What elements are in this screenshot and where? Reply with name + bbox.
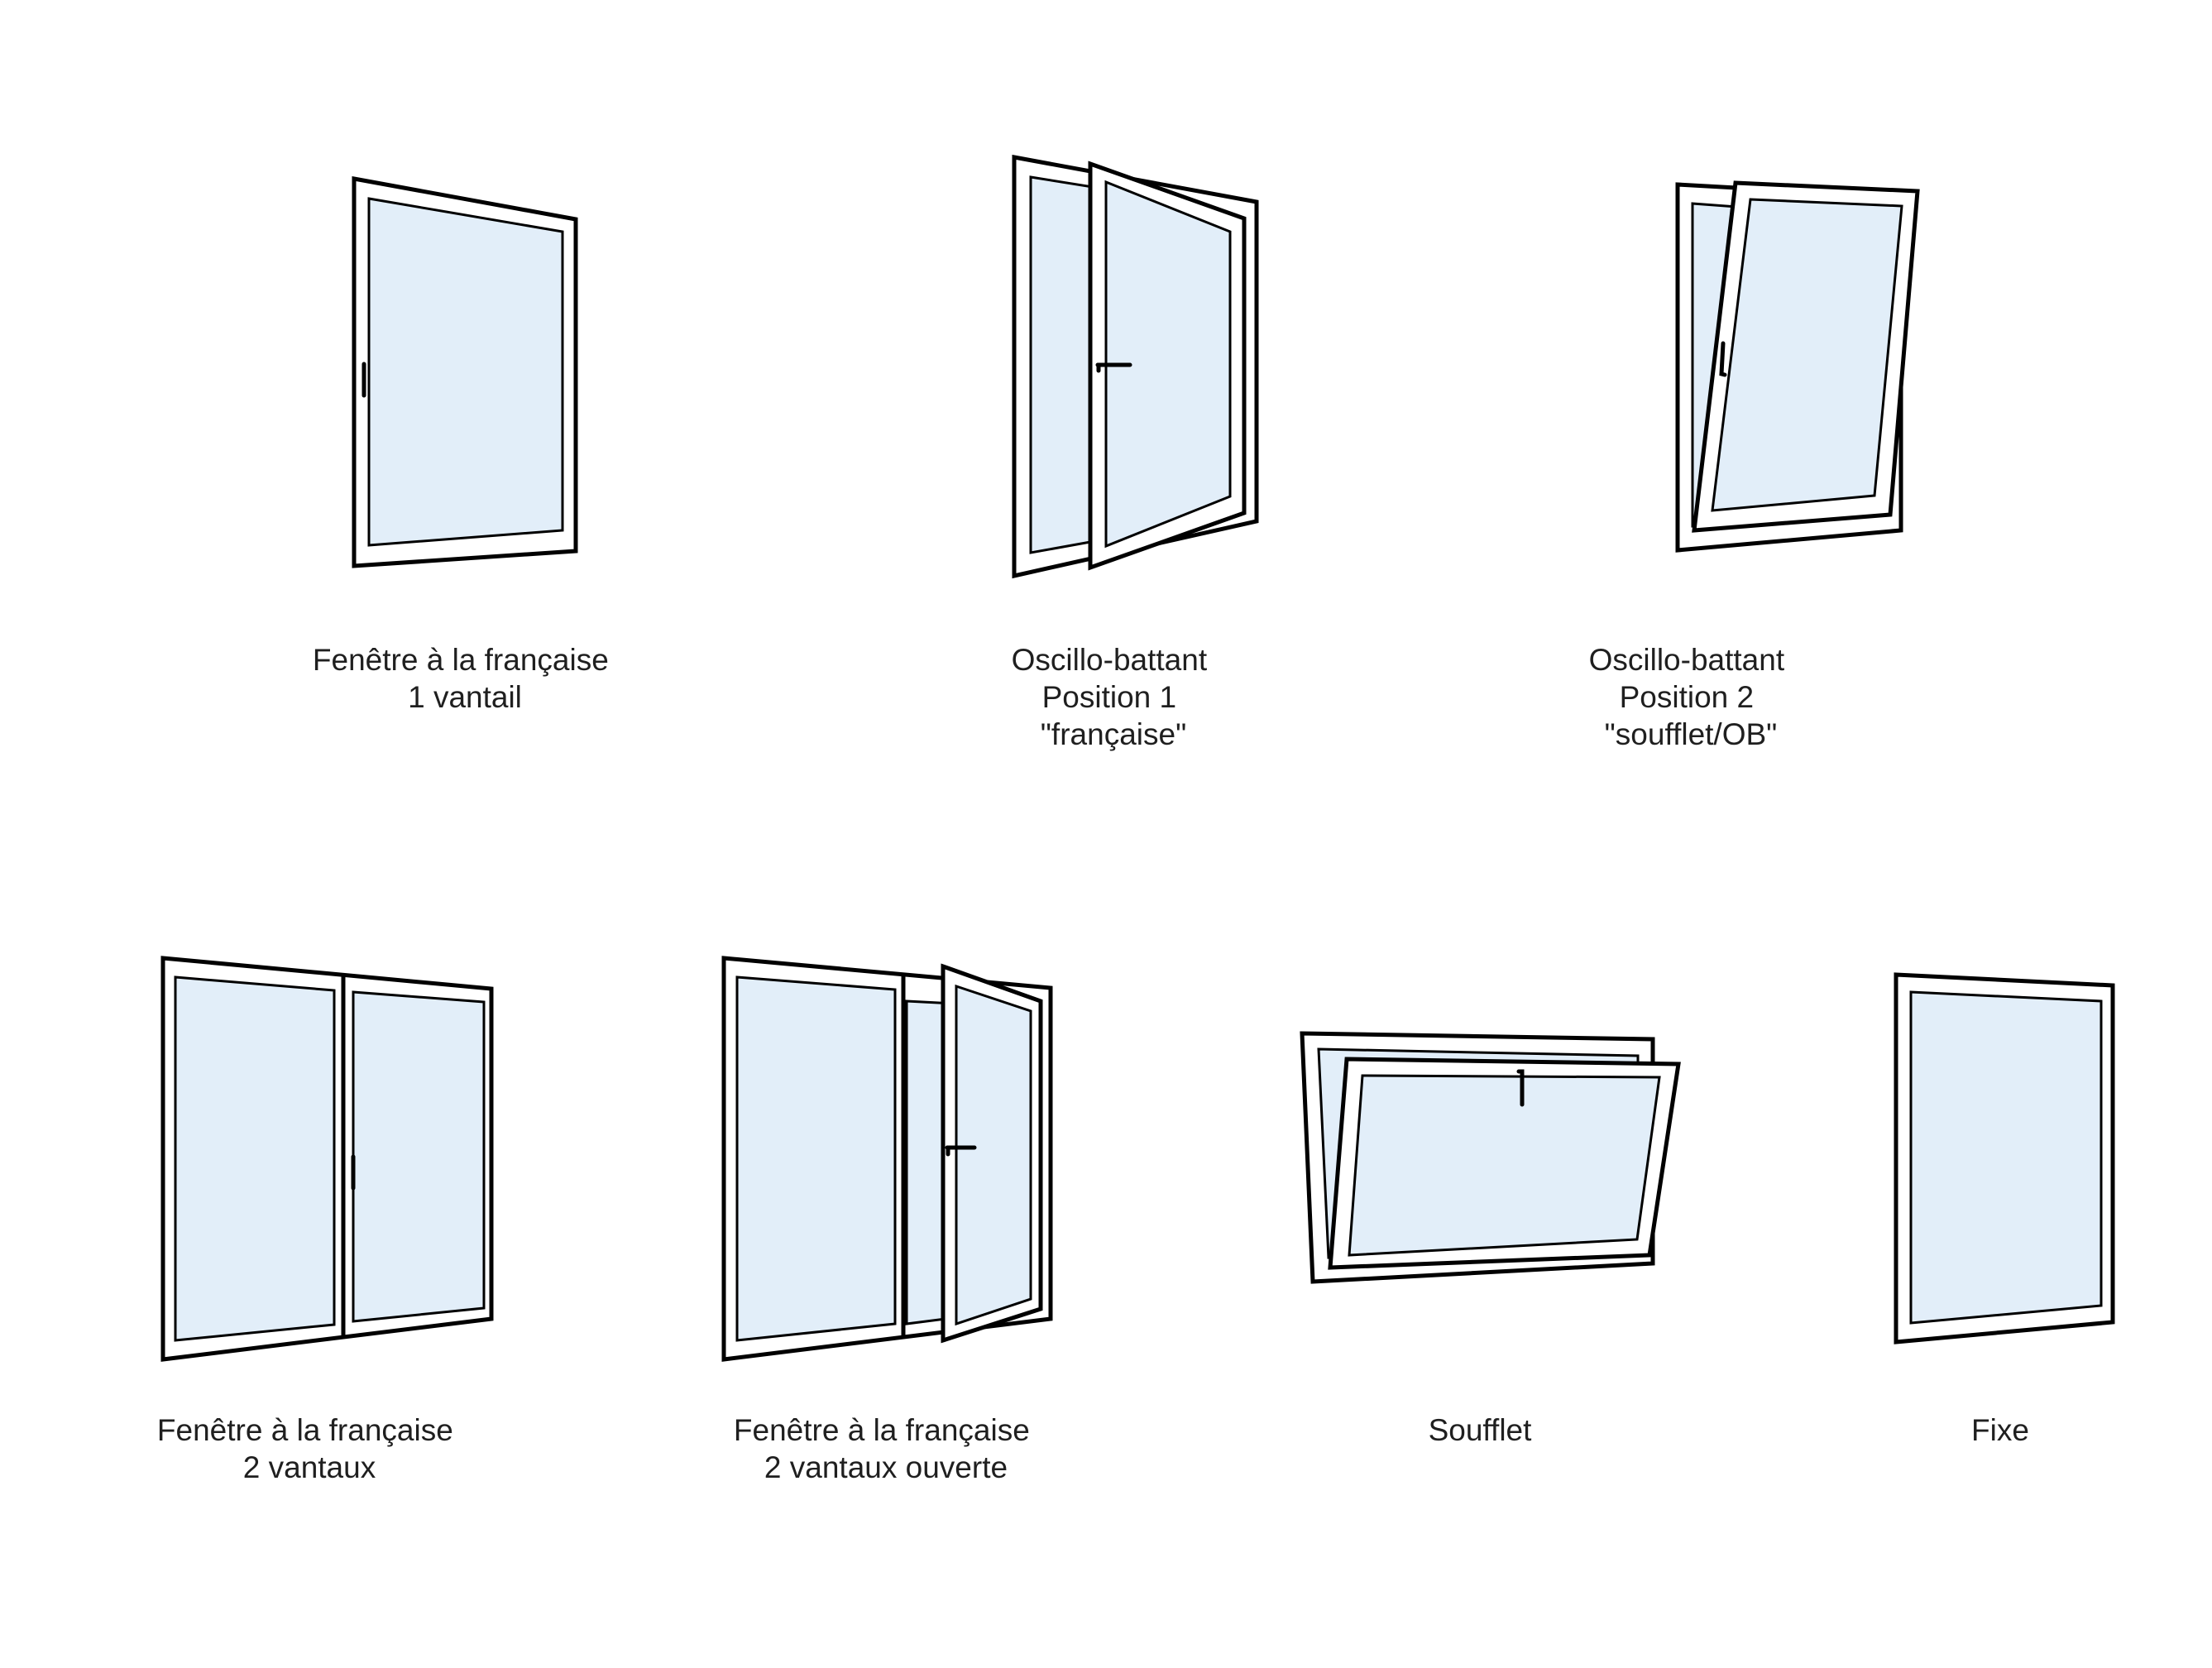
- window-glass: [367, 197, 564, 547]
- window-oscillo-position-2: Oscillo-battant Position 2 "soufflet/OB": [1589, 180, 1920, 751]
- window-francaise-2-vantaux: Fenêtre à la française 2 vantaux: [157, 956, 494, 1484]
- window-open-glass: [1104, 180, 1232, 549]
- caption-soufflet: Soufflet: [1429, 1413, 1533, 1447]
- caption-francaise-2-vantaux: Fenêtre à la française 2 vantaux: [157, 1413, 462, 1484]
- window-handle: [1516, 1069, 1525, 1107]
- window-left-glass: [174, 975, 336, 1342]
- window-handle: [1095, 362, 1132, 373]
- caption-francaise-1-vantail: Fenêtre à la française 1 vantail: [313, 643, 617, 714]
- window-soufflet: Soufflet: [1300, 1031, 1681, 1447]
- window-tilted-glass: [1348, 1074, 1661, 1257]
- window-handle: [945, 1145, 977, 1157]
- caption-francaise-2-vantaux-ouverte: Fenêtre à la française 2 vantaux ouverte: [734, 1413, 1038, 1484]
- window-fixe: Fixe: [1894, 972, 2115, 1447]
- window-handle: [1719, 341, 1727, 377]
- window-francaise-2-vantaux-ouverte: Fenêtre à la française 2 vantaux ouverte: [721, 956, 1053, 1484]
- window-left-glass: [735, 975, 897, 1342]
- caption-fixe: Fixe: [1971, 1413, 2029, 1447]
- window-open-sash-glass: [955, 984, 1032, 1326]
- caption-oscillo-position-2: Oscillo-battant Position 2 "soufflet/OB": [1589, 643, 1793, 751]
- window-tilted-glass: [1711, 198, 1903, 512]
- window-oscillo-position-1: Oscillo-battant Position 1 "française": [1012, 154, 1259, 751]
- window-glass: [1909, 990, 2103, 1325]
- caption-oscillo-position-1: Oscillo-battant Position 1 "française": [1012, 643, 1216, 751]
- window-right-glass: [352, 990, 486, 1323]
- window-francaise-1-vantail: Fenêtre à la française 1 vantail: [313, 176, 617, 714]
